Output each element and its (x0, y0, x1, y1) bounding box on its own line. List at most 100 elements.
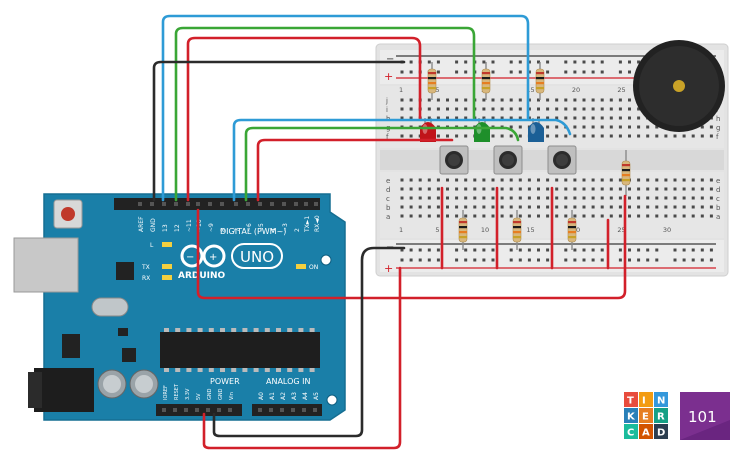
logo-tile (654, 424, 668, 439)
reset-button-cap[interactable] (61, 207, 75, 221)
row-letter-right: g (716, 124, 720, 132)
digital-header (114, 198, 320, 210)
row-letter-right: a (716, 213, 720, 221)
push-button[interactable] (547, 145, 577, 175)
push-button[interactable] (439, 145, 469, 175)
wire-green-pin11[interactable] (174, 26, 476, 202)
on-led (296, 264, 306, 269)
column-number-bottom: 30 (663, 226, 671, 234)
column-number-bottom: 1 (399, 226, 403, 234)
resistor (535, 62, 545, 100)
power-pin-label: Vin (229, 392, 235, 400)
row-letter-right: b (716, 204, 721, 212)
analog-pin-label: A2 (280, 392, 287, 400)
digital-pin-label: 7 (234, 228, 241, 232)
logo-tile (654, 408, 668, 423)
logo-letter: I (642, 396, 646, 407)
digital-label: DIGITAL (PWM~) (220, 227, 286, 236)
push-buttons (439, 145, 577, 175)
logo-letter: D (657, 428, 665, 439)
logo-tile (624, 392, 638, 407)
piezo-buzzer (633, 40, 725, 132)
tx-label: TX (141, 264, 150, 271)
digital-pin-label: 2 (294, 228, 301, 232)
logo-tile (639, 408, 653, 423)
analog-header (252, 404, 322, 416)
l-label: L (150, 242, 154, 249)
power-label: POWER (210, 377, 240, 386)
logo-tile (639, 424, 653, 439)
power-pin-label: 3.3V (185, 388, 191, 400)
analog-pin-label: A4 (302, 392, 309, 400)
power-pin-label: GND (218, 388, 224, 400)
row-letter-left: d (386, 186, 390, 194)
row-letter-left: b (386, 204, 391, 212)
resistor (458, 210, 468, 250)
wire-black-gnd[interactable] (152, 60, 406, 202)
logo-tile (639, 392, 653, 407)
column-number-top: 5 (435, 86, 439, 94)
column-number-bottom: 10 (481, 226, 489, 234)
wire-blue-pin12[interactable] (161, 14, 530, 202)
wire-blue-pin7[interactable] (232, 118, 572, 202)
column-number-bottom: 25 (617, 226, 625, 234)
wire-red-pin10[interactable] (186, 36, 422, 202)
row-letter-left: e (386, 177, 390, 185)
digital-pin-label: ~5 (258, 223, 265, 232)
analog-label: ANALOG IN (266, 377, 311, 386)
row-letter-right: e (716, 177, 720, 185)
digital-pin-label: 4 (270, 228, 277, 232)
resistor (621, 150, 631, 196)
digital-pin-label: RX◄0 (314, 215, 321, 232)
top-rail-minus: − (386, 54, 394, 65)
wire-red-pin5[interactable] (256, 138, 454, 202)
resistor (512, 210, 522, 250)
digital-pin-label: 12 (174, 224, 181, 232)
logo-letter: T (627, 396, 634, 407)
svg-text:+: + (209, 252, 217, 263)
wire-red-5v[interactable] (202, 266, 402, 450)
analog-pin-label: A0 (258, 392, 265, 400)
digital-pin-label: GND (150, 218, 157, 232)
digital-pin-label: ~3 (282, 223, 289, 232)
usb-port (13, 237, 79, 293)
logo-tile (624, 424, 638, 439)
wire-red-buzzer[interactable] (196, 194, 627, 300)
resistor (481, 62, 491, 100)
resistors (427, 62, 631, 250)
digital-pin-label: 8 (220, 228, 227, 232)
column-number-top: 20 (572, 86, 580, 94)
badge-101-text: 101 (688, 408, 717, 426)
logo-tile (654, 392, 668, 407)
column-number-bottom: 15 (526, 226, 534, 234)
wire-black-gnd-bottom[interactable] (212, 246, 406, 438)
logo-letter: R (657, 412, 665, 423)
power-pin-label: IOREF (163, 385, 169, 400)
svg-text:−: − (186, 252, 194, 263)
digital-pin-label: ~9 (208, 223, 215, 232)
wire-green-pin6[interactable] (244, 126, 520, 202)
arduino-model: UNO (240, 248, 274, 266)
logo-letter: E (642, 412, 649, 423)
wires (152, 14, 627, 450)
column-number-top: 25 (617, 86, 625, 94)
push-button[interactable] (493, 145, 523, 175)
column-number-bottom: 5 (435, 226, 439, 234)
logo-tile (624, 408, 638, 423)
bottom-rail-plus: + (384, 262, 393, 275)
arduino-logo: − + ARDUINO UNO (178, 243, 283, 281)
power-pin-label: 5V (196, 393, 202, 400)
crystal (91, 297, 129, 317)
logo-letter: K (627, 412, 636, 423)
row-letter-right: d (716, 186, 720, 194)
row-letter-left: a (386, 213, 390, 221)
on-label: ON (309, 264, 318, 271)
row-letter-right: c (716, 195, 720, 203)
digital-pin-label: ~10 (196, 219, 203, 232)
digital-pin-label: TX►1 (304, 216, 311, 233)
digital-pin-label: 13 (162, 224, 169, 232)
atmega-chip (160, 332, 320, 368)
